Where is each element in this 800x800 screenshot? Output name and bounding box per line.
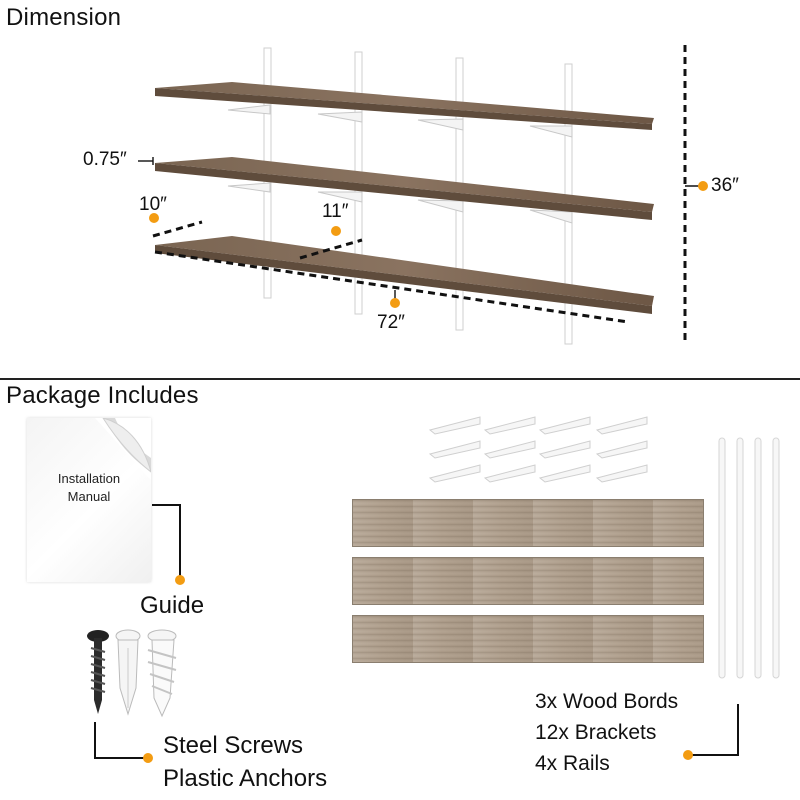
manual-title-line2: Manual [67, 489, 111, 504]
plastic-anchors-label: Plastic Anchors [163, 765, 328, 792]
spacing-dim-line [299, 238, 363, 260]
plastic-anchor-icon [115, 629, 141, 716]
wood-board [352, 615, 704, 663]
drywall-anchor-icon [147, 629, 177, 718]
dimension-title: Dimension [6, 4, 122, 31]
brackets [227, 104, 573, 224]
wood-board [352, 557, 704, 605]
package-title: Package Includes [6, 382, 199, 409]
depth-dim-line [152, 220, 203, 238]
shelf-middle [155, 157, 654, 220]
spacing-label: 11″ [322, 201, 349, 222]
contents-brackets: 12x Brackets [535, 721, 657, 744]
rails-set-illustration [718, 437, 780, 679]
height-label: 36″ [711, 175, 739, 196]
width-marker-dot [390, 298, 400, 308]
contents-list: 3x Wood Bords 12x Brackets 4x Rails [535, 686, 678, 779]
contents-rails: 4x Rails [535, 752, 610, 775]
wood-board [352, 499, 704, 547]
hardware-leader [94, 722, 153, 763]
shelf-bottom [155, 236, 654, 314]
thickness-label: 0.75″ [83, 149, 127, 170]
contents-wood-boards: 3x Wood Bords [535, 690, 679, 713]
shelf-top [155, 82, 654, 130]
guide-label: Guide [140, 592, 205, 619]
section-divider [0, 378, 800, 380]
contents-leader [683, 704, 739, 760]
spacing-marker-dot [331, 226, 341, 236]
depth-label: 10″ [139, 194, 167, 215]
height-marker-dot [698, 181, 708, 191]
manual-title-line1: Installation [57, 471, 121, 486]
width-label: 72″ [377, 312, 405, 333]
screw-icon [87, 630, 109, 714]
installation-manual: Installation Manual [27, 418, 151, 582]
page-curl-icon [95, 418, 151, 480]
steel-screws-label: Steel Screws [163, 732, 304, 759]
width-dim-line [154, 250, 629, 324]
shelf-dimension-illustration [138, 45, 708, 345]
guide-leader [152, 504, 185, 585]
dimension-lines [152, 45, 687, 342]
hardware-illustration [87, 629, 177, 718]
brackets-set-illustration [428, 416, 648, 483]
marker-dots [149, 181, 708, 308]
depth-marker-dot [149, 213, 159, 223]
